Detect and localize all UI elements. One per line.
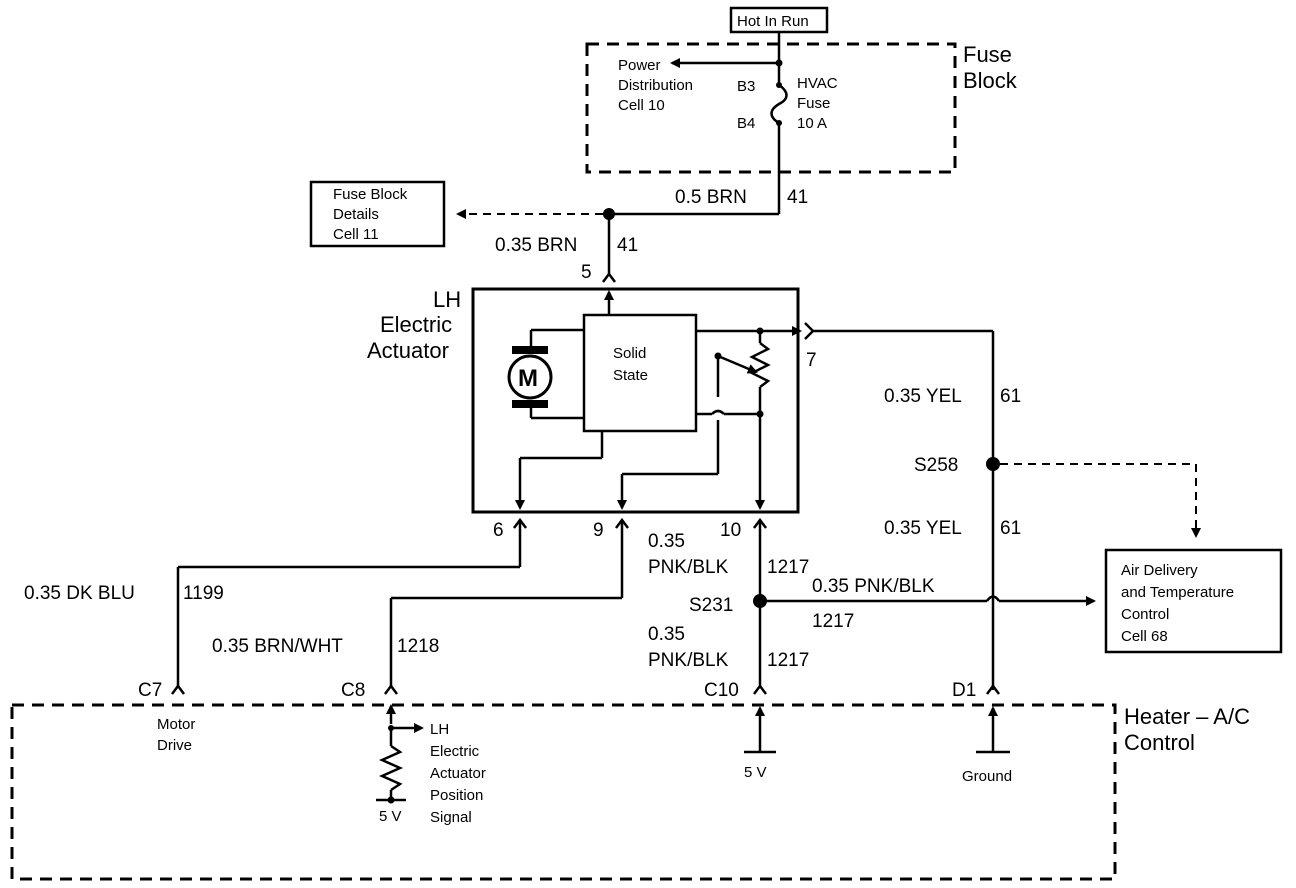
splice-s258 xyxy=(986,457,1000,471)
air-delivery-4: Cell 68 xyxy=(1121,628,1168,645)
c8-position-resistor xyxy=(378,744,404,792)
wire-yel-bot: 0.35 YEL xyxy=(884,518,962,539)
wire-dk-blu: 0.35 DK BLU xyxy=(24,583,135,604)
pdc-label-3: Cell 10 xyxy=(618,97,665,114)
lh-electric-actuator-box xyxy=(471,287,800,514)
motor-drive-2: Drive xyxy=(157,737,192,754)
fuse-block-title-1: Fuse xyxy=(963,42,1012,67)
wire-pnk1-b: PNK/BLK xyxy=(648,557,729,578)
air-delivery-3: Control xyxy=(1121,606,1169,623)
wire-035-brn-circuit: 41 xyxy=(617,235,638,256)
wire-brn-wht: 0.35 BRN/WHT xyxy=(212,636,343,657)
pdc-label-2: Distribution xyxy=(618,77,693,94)
actuator-label-1: LH xyxy=(433,287,461,312)
fuse-details-3: Cell 11 xyxy=(333,226,379,243)
air-delivery-box xyxy=(1104,548,1283,654)
hvac-fuse-symbol xyxy=(770,83,788,125)
ground-label: Ground xyxy=(962,768,1012,785)
pin-7: 7 xyxy=(806,350,817,371)
pin-9: 9 xyxy=(593,520,604,541)
wire-pnk2-circuit: 1217 xyxy=(767,650,809,671)
actuator-label-2: Electric xyxy=(380,312,452,337)
conn-c10: C10 xyxy=(704,680,739,701)
wire-yel-bot-circuit: 61 xyxy=(1000,518,1021,539)
wire-dk-blu-circuit: 1199 xyxy=(183,583,224,604)
solid-state-label-1: Solid xyxy=(613,345,646,362)
conn-d1: D1 xyxy=(952,680,976,701)
pdc-label-1: Power xyxy=(618,57,661,74)
wire-pnk2-b: PNK/BLK xyxy=(648,650,729,671)
pos-signal-2: Electric xyxy=(430,743,480,760)
fuse-block-details-box xyxy=(309,180,446,248)
position-sensor-resistor xyxy=(749,342,771,388)
pin-5: 5 xyxy=(581,262,592,283)
actuator-label-3: Actuator xyxy=(367,338,449,363)
hvac-fuse-label-1: HVAC xyxy=(797,75,838,92)
conn-c7: C7 xyxy=(138,680,162,701)
heater-ac-control-outline xyxy=(10,703,1117,881)
splice-s258-label: S258 xyxy=(914,455,958,476)
wire-brn-wht-circuit: 1218 xyxy=(397,636,439,657)
wire-035-brn: 0.35 BRN xyxy=(495,235,577,256)
motor-drive-1: Motor xyxy=(157,716,195,733)
wire-pnk1-circuit: 1217 xyxy=(767,557,809,578)
pos-signal-3: Actuator xyxy=(430,765,486,782)
hot-in-run-label: Hot In Run xyxy=(737,13,809,30)
hvac-control-title-1: Heater – A/C xyxy=(1124,704,1250,729)
solid-state-box xyxy=(582,313,698,433)
wire-05-brn-circuit: 41 xyxy=(787,187,808,208)
wire-pnk2-a: 0.35 xyxy=(648,624,685,645)
fuse-details-1: Fuse Block xyxy=(333,186,408,203)
air-delivery-2: and Temperature xyxy=(1121,584,1234,601)
fuse-pin-b3: B3 xyxy=(737,78,755,95)
solid-state-label-2: State xyxy=(613,367,648,384)
fuse-details-2: Details xyxy=(333,206,379,223)
pin-6: 6 xyxy=(493,520,504,541)
fuse-block-outline xyxy=(585,42,957,174)
wire-yel-top-circuit: 61 xyxy=(1000,386,1021,407)
wire-yel-top: 0.35 YEL xyxy=(884,386,962,407)
v5-mid: 5 V xyxy=(744,764,767,781)
wire-05-brn: 0.5 BRN xyxy=(675,187,747,208)
hvac-control-title-2: Control xyxy=(1124,730,1195,755)
hvac-fuse-label-3: 10 A xyxy=(797,115,827,132)
pos-signal-4: Position xyxy=(430,787,483,804)
air-delivery-1: Air Delivery xyxy=(1121,562,1198,579)
pin-10: 10 xyxy=(720,520,741,541)
conn-c8: C8 xyxy=(341,680,365,701)
motor-symbol xyxy=(507,354,553,400)
wire-pnk1-a: 0.35 xyxy=(648,531,685,552)
pos-signal-1: LH xyxy=(430,721,449,738)
wire-pnk-h-circuit: 1217 xyxy=(812,611,854,632)
wire-pnk-h: 0.35 PNK/BLK xyxy=(812,576,935,597)
pos-signal-5: Signal xyxy=(430,809,472,826)
motor-label: M xyxy=(518,365,538,392)
splice-s231-label: S231 xyxy=(689,595,733,616)
hvac-fuse-label-2: Fuse xyxy=(797,95,830,112)
fuse-pin-b4: B4 xyxy=(737,115,755,132)
fuse-block-title-2: Block xyxy=(963,68,1018,93)
v5-left: 5 V xyxy=(379,808,402,825)
